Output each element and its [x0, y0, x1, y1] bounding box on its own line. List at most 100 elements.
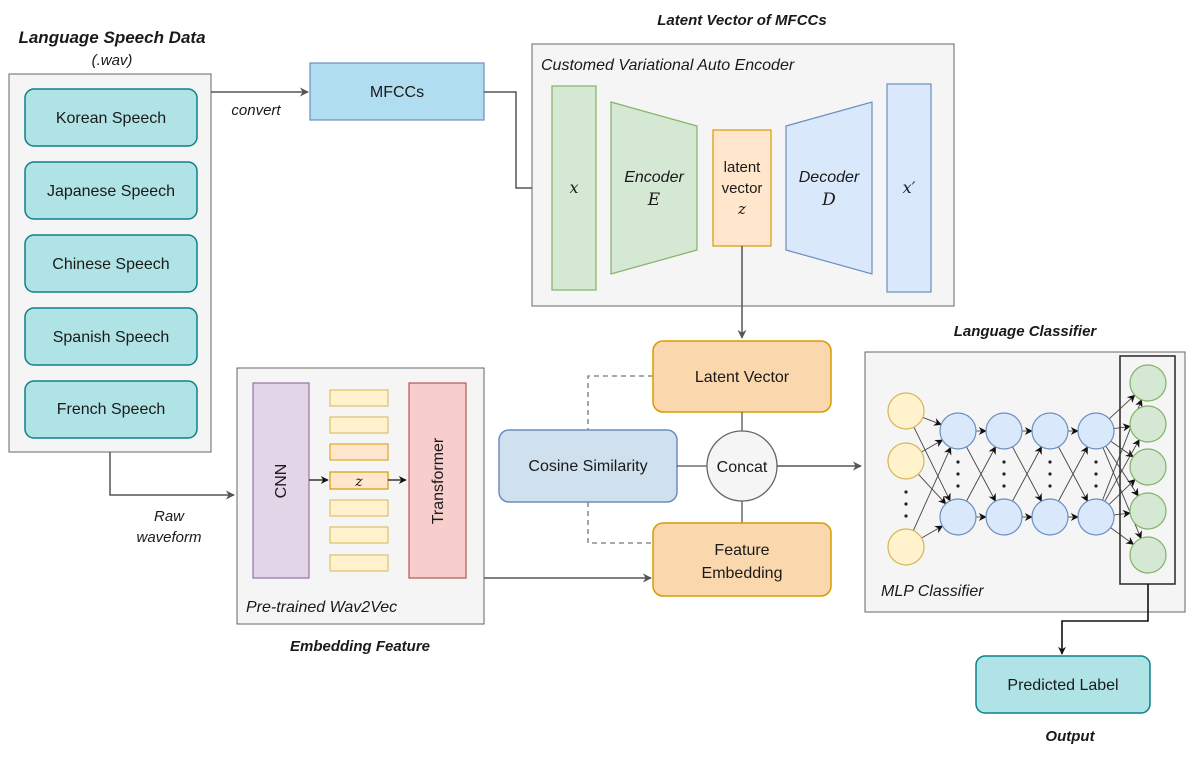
feature-z-label: z [354, 474, 363, 490]
edge-classifier-to-output [1058, 584, 1149, 655]
mlp-edge [922, 417, 942, 426]
classifier-section-title: Language Classifier [954, 323, 1098, 340]
speech-data-group: Language Speech Data (.wav) Korean Speec… [8, 28, 212, 453]
fusion-group: Latent Vector Cosine Similarity Concat F… [498, 340, 832, 597]
latent-box-line1: latent [724, 159, 762, 176]
edge-speech-to-wav2vec [109, 452, 235, 500]
mlp-ellipsis-dot [1002, 484, 1006, 488]
mlp-edge [921, 439, 944, 453]
encoder-label: Encoder [624, 169, 684, 186]
decoder-label: Decoder [799, 169, 860, 186]
vae-output-x-prime[interactable] [886, 83, 932, 293]
language-box-spanish[interactable] [24, 307, 198, 366]
feature-slot-7 [329, 554, 389, 572]
mlp-ellipsis-dot [904, 490, 908, 494]
feature-slot-2 [329, 416, 389, 434]
vae-input-label: x [569, 178, 578, 197]
mlp-node-hidden3-2 [1031, 498, 1069, 536]
predicted-label-text: Predicted Label [1007, 677, 1118, 694]
mlp-node-output-3 [1129, 448, 1167, 486]
cosine-link-feature [587, 502, 653, 544]
mlp-node-hidden4-1 [1077, 412, 1115, 450]
mlp-node-hidden2-1 [985, 412, 1023, 450]
mlp-edge [913, 426, 951, 502]
mlp-edge [1110, 527, 1135, 545]
vae-input-x[interactable] [551, 85, 597, 291]
encoder-symbol: E [647, 190, 661, 210]
feature-slot-1 [329, 389, 389, 407]
mlp-ellipsis-dot [1094, 484, 1098, 488]
language-box-korean[interactable] [24, 88, 198, 147]
mlp-node-output-5 [1129, 536, 1167, 574]
vae-output-label: x′ [903, 178, 916, 197]
mlp-node-output-1 [1129, 364, 1167, 402]
mlp-edge [1012, 446, 1042, 502]
mlp-edge [1108, 394, 1136, 420]
transformer-block[interactable] [408, 382, 467, 579]
cnn-block[interactable] [252, 382, 310, 579]
mlp-ellipsis-dot [1002, 460, 1006, 464]
speech-data-title: Language Speech Data [18, 28, 205, 47]
edge-raw-label-2: waveform [136, 529, 201, 546]
mlp-edge [1058, 446, 1088, 502]
language-label-chinese: Chinese Speech [52, 256, 169, 273]
language-label-spanish: Spanish Speech [53, 329, 170, 346]
mlp-ellipsis-dot [956, 472, 960, 476]
mlp-ellipsis-dot [904, 502, 908, 506]
wav2vec-group: Pre-trained Wav2Vec Embedding Feature CN… [236, 367, 485, 655]
mlp-edge [921, 525, 944, 539]
language-label-japanese: Japanese Speech [47, 183, 175, 200]
mlp-node-hidden1-2 [939, 498, 977, 536]
wav2vec-section-title: Embedding Feature [290, 638, 430, 655]
decoder-trapezoid[interactable] [785, 101, 873, 275]
mlp-ellipsis-dot [1048, 484, 1052, 488]
mlp-node-hidden2-2 [985, 498, 1023, 536]
feature-embedding-box[interactable] [652, 522, 832, 597]
output-caption: Output [1045, 728, 1095, 745]
encoder-trapezoid[interactable] [610, 101, 698, 275]
mlp-edge [1108, 478, 1136, 505]
concat-label: Concat [717, 459, 768, 476]
classifier-frame-title: MLP Classifier [881, 583, 984, 600]
language-box-french[interactable] [24, 380, 198, 439]
speech-data-subtitle: (.wav) [92, 52, 133, 69]
cosine-similarity-label: Cosine Similarity [528, 458, 647, 475]
mlp-edge [912, 446, 952, 531]
vae-group: Latent Vector of MFCCs Customed Variatio… [531, 12, 955, 307]
mlp-node-hidden3-1 [1031, 412, 1069, 450]
vae-frame-title: Customed Variational Auto Encoder [541, 57, 795, 74]
mlp-ellipsis [904, 460, 1098, 518]
feature-slot-3 [329, 443, 389, 461]
mlp-ellipsis-dot [1048, 460, 1052, 464]
edge-convert-label: convert [231, 102, 281, 119]
mlp-node-input-2 [887, 442, 925, 480]
decoder-symbol: D [821, 190, 836, 210]
mlp-node-output-2 [1129, 405, 1167, 443]
mlp-edge [1104, 439, 1140, 502]
mlp-ellipsis-dot [956, 460, 960, 464]
mlp-node-input-1 [887, 392, 925, 430]
language-box-chinese[interactable] [24, 234, 198, 293]
cosine-link-latent [587, 375, 653, 430]
latent-vector-z-box[interactable] [712, 129, 772, 247]
latent-vector-label: Latent Vector [695, 369, 790, 386]
mlp-ellipsis-dot [956, 484, 960, 488]
cnn-label: CNN [273, 464, 290, 499]
mlp-node-hidden1-1 [939, 412, 977, 450]
mlp-ellipsis-dot [1094, 460, 1098, 464]
feature-slot-6 [329, 526, 389, 544]
mlp-ellipsis-dot [1094, 472, 1098, 476]
latent-box-line2: vector [722, 180, 763, 197]
feature-slot-5 [329, 499, 389, 517]
mfccs-label: MFCCs [370, 84, 424, 101]
mfccs-box[interactable] [309, 62, 485, 121]
latent-box-z: z [737, 200, 746, 218]
transformer-label: Transformer [430, 437, 447, 524]
predicted-label-box[interactable] [975, 655, 1151, 714]
classifier-group: Language Classifier MLP Classifier [864, 323, 1186, 613]
mlp-ellipsis-dot [1002, 472, 1006, 476]
edge-raw-label-1: Raw [154, 508, 185, 525]
language-box-japanese[interactable] [24, 161, 198, 220]
language-label-korean: Korean Speech [56, 110, 166, 127]
